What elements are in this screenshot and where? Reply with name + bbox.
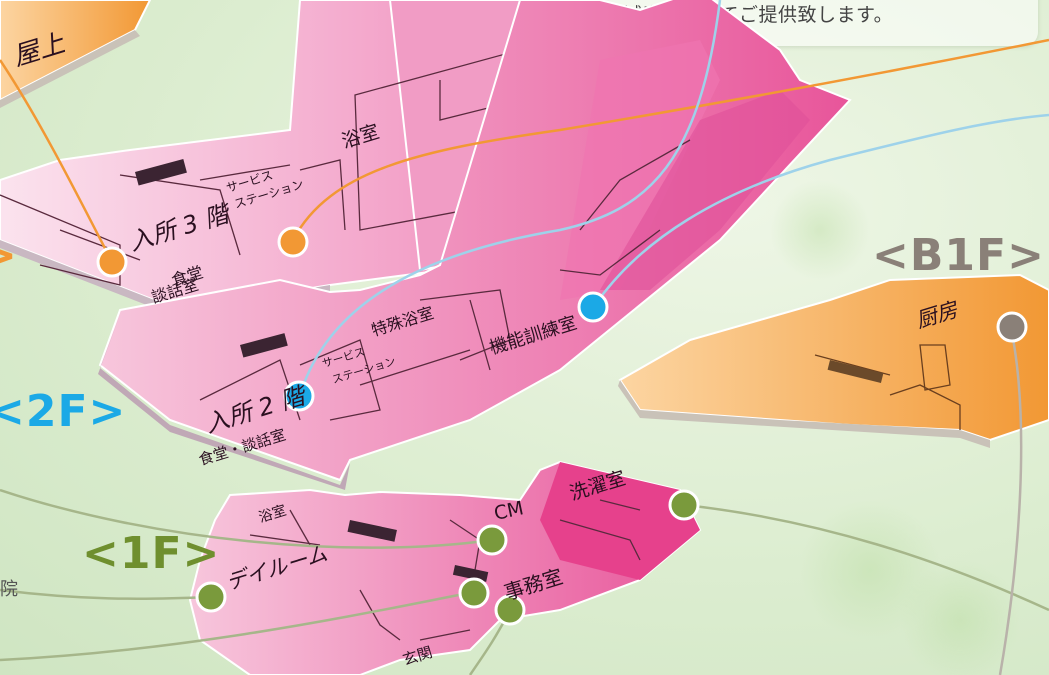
hotspot-markers xyxy=(96,226,1028,626)
hotspot-1f-office[interactable] xyxy=(458,577,490,609)
hotspot-b1f-kitchen[interactable] xyxy=(996,311,1028,343)
hotspot-1f-entrance[interactable] xyxy=(494,594,526,626)
roof-floor xyxy=(0,0,152,108)
hotspot-1f-laundry[interactable] xyxy=(668,489,700,521)
hotspot-2f-service-station[interactable] xyxy=(283,380,315,412)
hotspot-1f-day-room[interactable] xyxy=(195,581,227,613)
b1f-floor-tag: <B1F> xyxy=(872,230,1045,281)
f2-floor-tag: <2F> xyxy=(0,386,127,437)
floor-b1f xyxy=(618,273,1049,448)
hotspot-3f-dining[interactable] xyxy=(96,246,128,278)
hotspot-1f-cm[interactable] xyxy=(476,524,508,556)
hotspot-2f-rehab[interactable] xyxy=(577,291,609,323)
left-edge-text: 院 xyxy=(0,579,18,600)
f1-floor-tag: <1F> xyxy=(82,528,221,579)
hotspot-3f-service-station[interactable] xyxy=(277,226,309,258)
f3-floor-tag-partial: > xyxy=(0,230,18,281)
floor-2f xyxy=(98,0,852,490)
